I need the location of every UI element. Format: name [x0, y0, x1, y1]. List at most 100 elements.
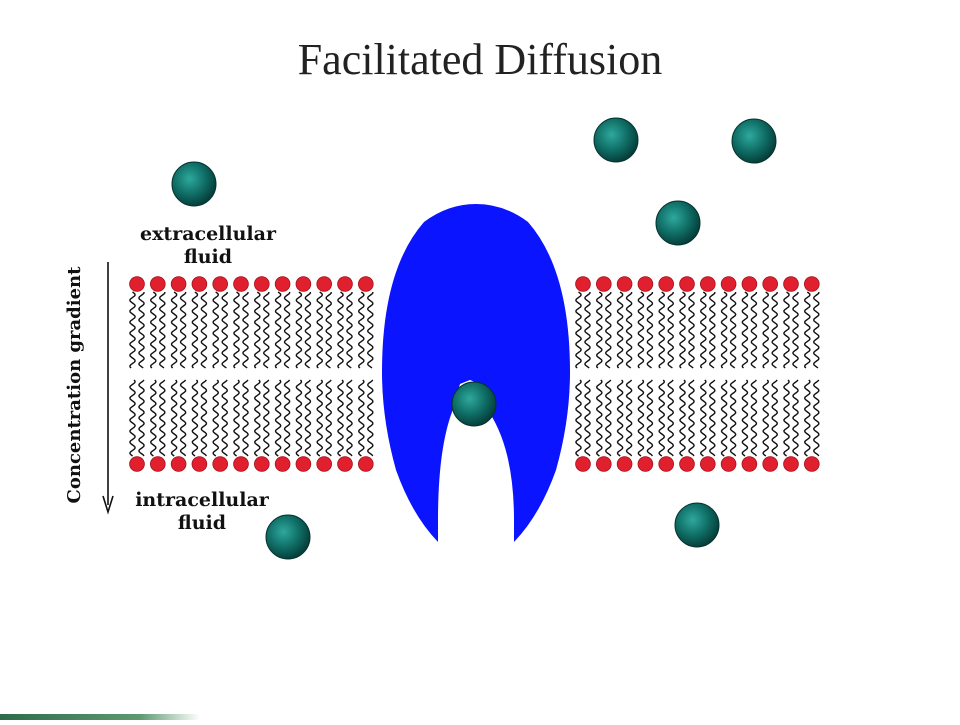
- phosphate-head: [595, 456, 612, 472]
- lipid-tail: [191, 379, 199, 457]
- phosphate-head: [616, 456, 633, 472]
- phosphate-head: [253, 276, 270, 292]
- lipid-tail: [762, 291, 770, 369]
- phosphate-head: [679, 456, 695, 472]
- lipid-tail: [575, 379, 582, 457]
- phosphate-head: [212, 456, 229, 472]
- lipid-tail: [720, 291, 728, 369]
- concentration-gradient-label: Concentration gradient: [64, 266, 85, 504]
- lipid-tail: [170, 379, 178, 457]
- lipid-tail: [595, 379, 603, 457]
- extracellular-fluid-label: extracellular fluid: [118, 223, 298, 269]
- lipid-tails: [129, 291, 820, 457]
- lipid-tail: [679, 291, 686, 369]
- phosphate-head: [316, 276, 333, 292]
- lipid-tail: [762, 379, 770, 457]
- solute-molecule: [171, 161, 217, 207]
- lipid-tail: [637, 291, 645, 369]
- phosphate-head: [803, 276, 820, 292]
- phosphate-head: [803, 456, 820, 472]
- lipid-tail: [750, 379, 758, 457]
- slide-footer-strip: [0, 714, 200, 720]
- phospholipid-bilayer: [129, 276, 820, 472]
- phosphate-head: [191, 456, 208, 472]
- lipid-tail: [584, 292, 591, 369]
- phosphate-head: [595, 276, 612, 292]
- phosphate-head: [720, 276, 737, 292]
- phosphate-head: [357, 456, 374, 472]
- phosphate-head: [741, 276, 758, 292]
- lipid-tail: [262, 292, 270, 369]
- phosphate-head: [357, 276, 374, 292]
- lipid-tail: [792, 379, 799, 457]
- solute-molecule: [593, 117, 639, 163]
- lipid-tail: [771, 292, 778, 369]
- phosphate-head: [150, 456, 166, 472]
- lipid-tail: [149, 379, 157, 457]
- lipid-tail: [304, 292, 312, 369]
- lipid-tail: [274, 291, 282, 369]
- lipid-tail: [233, 379, 240, 457]
- solute-molecule: [731, 118, 777, 164]
- lipid-tail: [708, 292, 716, 369]
- lipid-tail: [658, 379, 666, 457]
- lipid-tail: [357, 379, 365, 457]
- lipid-tail: [200, 379, 208, 457]
- phosphate-head: [295, 456, 312, 472]
- phosphate-head: [637, 456, 654, 472]
- phosphate-head: [233, 276, 249, 292]
- lipid-tail: [625, 292, 633, 369]
- phosphate-head: [337, 276, 353, 292]
- lipid-tail: [221, 292, 228, 369]
- lipid-tail: [170, 291, 178, 369]
- solute-molecules: [171, 117, 777, 560]
- lipid-tail: [316, 379, 324, 457]
- lipid-tail: [750, 292, 758, 369]
- lipid-tail: [253, 291, 261, 369]
- intracellular-label-text: intracellular fluid: [135, 489, 269, 534]
- phosphate-head: [129, 456, 145, 472]
- lipid-tail: [812, 379, 820, 457]
- lipid-tail: [803, 379, 811, 457]
- lipid-tail: [337, 379, 344, 457]
- lipid-tail: [179, 292, 187, 369]
- phosphate-head: [699, 456, 716, 472]
- phosphate-head: [637, 276, 654, 292]
- lipid-tail: [149, 291, 157, 369]
- lipid-tail: [200, 292, 208, 369]
- lipid-tail: [158, 379, 166, 457]
- phosphate-head: [316, 456, 333, 472]
- lipid-tail: [812, 292, 820, 369]
- phosphate-head: [575, 456, 591, 472]
- lipid-tail: [625, 379, 633, 457]
- lipid-tail: [699, 379, 707, 457]
- lipid-tail: [191, 291, 199, 369]
- phosphate-head: [295, 276, 312, 292]
- extracellular-label-text: extracellular fluid: [140, 223, 276, 268]
- lipid-tail: [688, 379, 695, 457]
- phosphate-head: [783, 276, 799, 292]
- phosphate-head: [170, 456, 187, 472]
- phosphate-head: [762, 456, 778, 472]
- lipid-tail: [274, 379, 282, 457]
- lipid-tail: [604, 379, 612, 457]
- lipid-tail: [667, 379, 674, 457]
- lipid-tail: [792, 292, 799, 369]
- phosphate-head: [253, 456, 270, 472]
- phosphate-head: [170, 276, 187, 292]
- intracellular-fluid-label: intracellular fluid: [112, 489, 292, 535]
- lipid-tail: [688, 292, 695, 369]
- lipid-tail: [337, 291, 344, 369]
- gradient-arrow: [102, 262, 114, 515]
- lipid-tail: [242, 292, 249, 369]
- lipid-tail: [158, 292, 166, 369]
- lipid-tail: [584, 379, 591, 457]
- phosphate-head: [274, 276, 291, 292]
- lipid-tail: [295, 379, 303, 457]
- phosphate-head: [129, 276, 145, 292]
- phosphate-head: [720, 456, 737, 472]
- lipid-tail: [138, 379, 145, 457]
- lipid-tail: [283, 379, 291, 457]
- lipid-tail: [783, 291, 790, 369]
- phosphate-head: [575, 276, 591, 292]
